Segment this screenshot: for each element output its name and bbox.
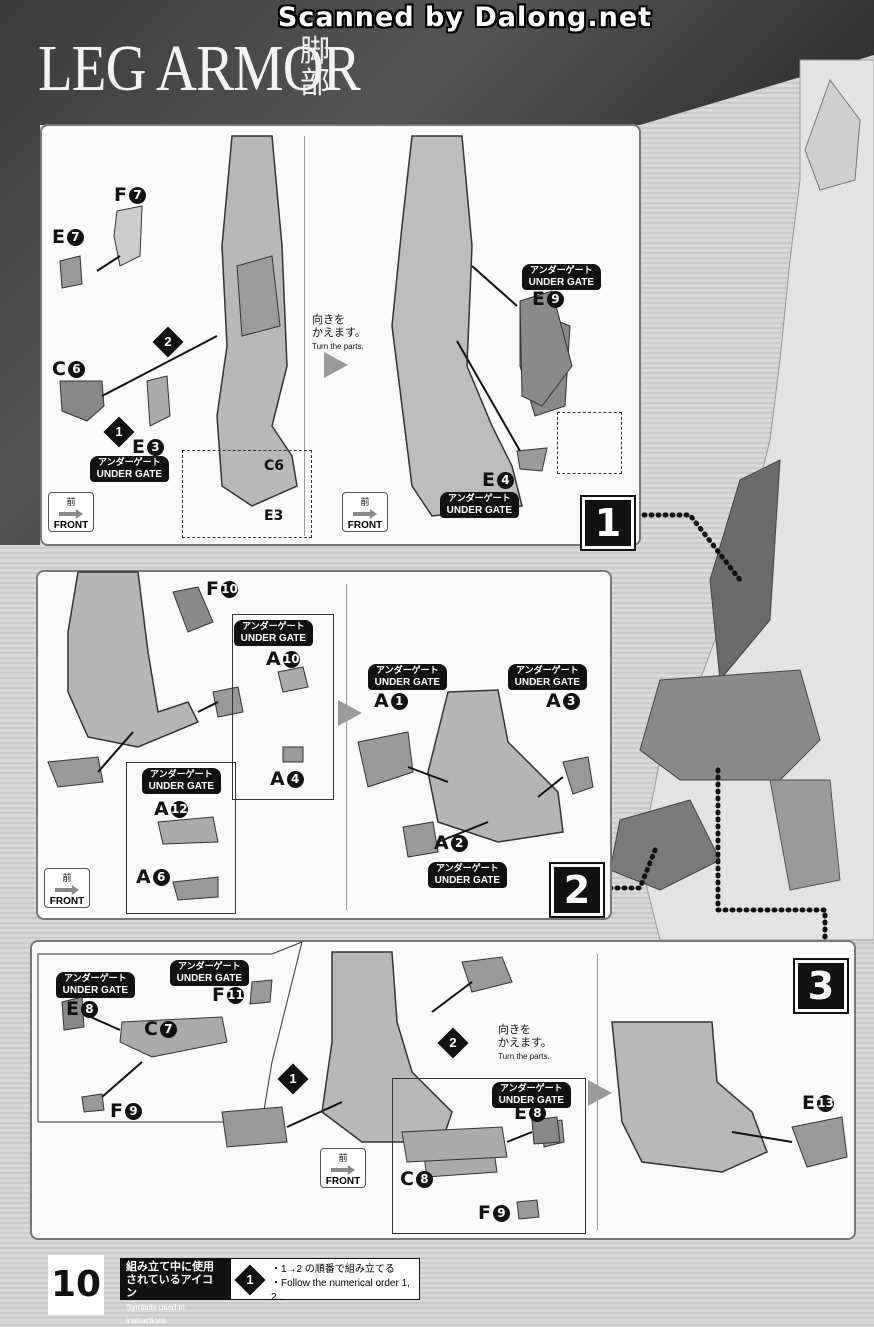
turn-arrow-icon xyxy=(338,700,362,726)
order-marker-1: 1 xyxy=(277,1063,309,1095)
detail-box-c6-e3 xyxy=(182,450,312,538)
part-shapes-step3-mid xyxy=(401,1116,561,1220)
turn-arrow-icon xyxy=(324,352,348,378)
turn-arrow-icon xyxy=(588,1080,612,1106)
legend-jp-text: ・1→2 の順番で組み立てる xyxy=(271,1264,395,1275)
order-marker-2: 2 xyxy=(152,326,184,358)
symbol-legend: 組み立て中に使用されているアイコン Symbols used in instru… xyxy=(120,1258,420,1325)
gundam-illustration xyxy=(609,59,874,941)
step-number-2: 2 xyxy=(551,864,603,916)
panel-divider xyxy=(346,584,347,910)
legend-order-marker: 1 xyxy=(234,1264,266,1296)
leg-assembly-illustration xyxy=(216,135,298,507)
part-shapes-step3-left xyxy=(61,979,273,1113)
order-marker-1: 1 xyxy=(103,416,135,448)
foot-illustration-left xyxy=(47,571,309,901)
detail-box-c8 xyxy=(392,1078,586,1234)
panel-divider xyxy=(304,136,305,536)
turn-note: 向きをかえます。Turn the parts. xyxy=(498,1024,552,1061)
page-title-jp: 脚部 xyxy=(300,34,330,101)
detail-label-c6: C6 xyxy=(264,458,285,474)
legend-body: 1 ・1→2 の順番で組み立てる ・Follow the numerical o… xyxy=(230,1258,420,1303)
legend-title: 組み立て中に使用されているアイコン Symbols used in instru… xyxy=(120,1258,230,1325)
page-number: 10 xyxy=(48,1255,104,1315)
part-shapes-step1 xyxy=(59,205,573,472)
leg-final-illustration xyxy=(611,1021,848,1173)
detail-label-e3: E3 xyxy=(264,508,284,524)
page-title: LEG ARMOR xyxy=(38,32,361,105)
step-number-1: 1 xyxy=(582,497,634,549)
sub-assembly-outline xyxy=(37,941,303,1123)
foot-illustration-right xyxy=(357,689,594,858)
scan-credit: Scanned by Dalong.net xyxy=(277,2,653,33)
turn-note: 向きをかえます。Turn the parts. xyxy=(312,314,366,351)
detail-box-a12-a6 xyxy=(126,762,236,914)
legend-en-text: ・Follow the numerical order 1, 2... xyxy=(271,1278,410,1303)
detail-box-a10-a4 xyxy=(232,614,334,800)
step-number-3: 3 xyxy=(795,960,847,1012)
detail-box-e4 xyxy=(557,412,622,474)
step-connectors xyxy=(607,512,828,963)
order-marker-2: 2 xyxy=(437,1027,469,1059)
